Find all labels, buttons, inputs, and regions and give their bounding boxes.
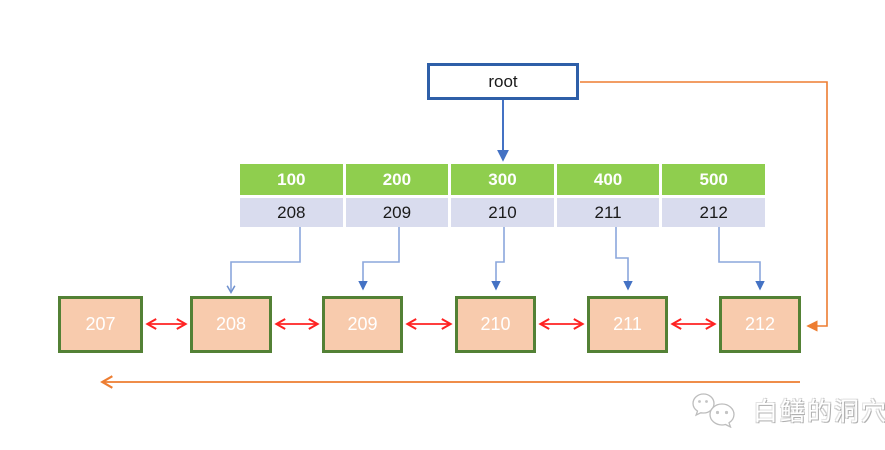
index-pointer-cell: 209: [345, 198, 449, 227]
pointer-208-connector: [226, 227, 301, 295]
index-pointer-row: 208 209 210 211 212: [240, 198, 765, 227]
watermark-text: 白鳝的洞穴: [753, 397, 885, 426]
root-to-last-leaf-orange-link: [580, 81, 828, 332]
watermark: 白鳝的洞穴: [692, 391, 885, 428]
index-pointer-cell: 211: [556, 198, 660, 227]
index-key-cell: 500: [662, 164, 765, 195]
leaf-node-209: 209: [322, 296, 403, 353]
index-key-cell: 400: [556, 164, 660, 195]
root-node-label: root: [488, 71, 518, 91]
index-key-cell: 100: [240, 164, 343, 195]
wechat-chat-bubbles-icon: [692, 393, 735, 428]
leaf-node-208: 208: [190, 296, 272, 353]
leaf-node-212: 212: [719, 296, 801, 353]
leaf-node-211: 211: [587, 296, 668, 353]
root-node: root: [427, 63, 579, 100]
leaf-node-207: 207: [58, 296, 143, 353]
index-pointer-cell: 210: [451, 198, 554, 227]
leaf-node-210: 210: [455, 296, 536, 353]
pointer-212-connector: [718, 227, 765, 291]
index-pointer-cell: 208: [240, 198, 343, 227]
pointer-210-connector: [491, 227, 505, 291]
index-key-cell: 200: [345, 164, 449, 195]
index-pointer-cell: 212: [662, 198, 765, 227]
pointer-209-connector: [358, 227, 400, 291]
index-key-cell: 300: [451, 164, 554, 195]
pointer-211-connector: [615, 227, 633, 291]
index-key-row: 100 200 300 400 500: [240, 164, 765, 195]
